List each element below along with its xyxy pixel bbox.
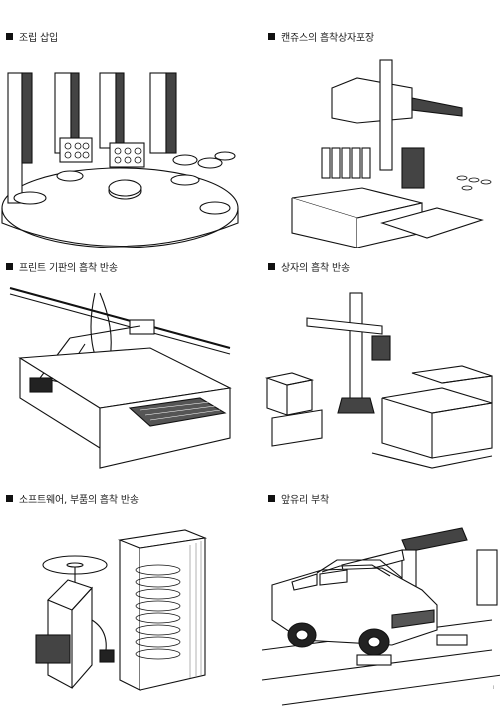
panel-assembly-insertion: 조립 삽입 [0,28,240,253]
page-marker: ⅰ [492,685,494,691]
caption-text: 조립 삽입 [19,32,58,44]
black-square-bullet-icon [6,494,13,502]
panel-windshield-mounting: 앞유리 부착 [262,490,500,715]
black-square-bullet-icon [6,32,13,40]
caption: 앞유리 부착 [268,490,329,506]
black-square-bullet-icon [268,32,275,40]
box-transport-robot-illustration [262,278,500,478]
windshield-robot-illustration [262,510,500,710]
black-square-bullet-icon [268,262,275,270]
black-square-bullet-icon [6,262,13,270]
black-square-bullet-icon [268,494,275,502]
caption-text: 소프트웨어, 부품의 흡착 반송 [19,494,139,506]
caption-text: 캔쥬스의 흡착상자포장 [281,32,374,44]
caption: 조립 삽입 [6,28,58,44]
caption-text: 프린트 기판의 흡착 반송 [19,262,118,274]
panel-pcb-transport: 프린트 기판의 흡착 반송 [0,258,240,483]
panel-can-boxing: 캔쥬스의 흡착상자포장 [262,28,500,253]
caption: 캔쥬스의 흡착상자포장 [268,28,374,44]
pcb-transport-illustration [0,278,240,478]
panel-parts-transport: 소프트웨어, 부품의 흡착 반송 [0,490,240,715]
caption: 소프트웨어, 부품의 흡착 반송 [6,490,139,506]
disk-transport-illustration [0,510,240,710]
caption: 상자의 흡착 반송 [268,258,350,274]
panel-box-transport: 상자의 흡착 반송 [262,258,500,483]
caption-text: 앞유리 부착 [281,494,329,506]
caption-text: 상자의 흡착 반송 [281,262,350,274]
assembly-robot-illustration [0,48,240,248]
can-boxing-robot-illustration [262,48,500,248]
caption: 프린트 기판의 흡착 반송 [6,258,118,274]
